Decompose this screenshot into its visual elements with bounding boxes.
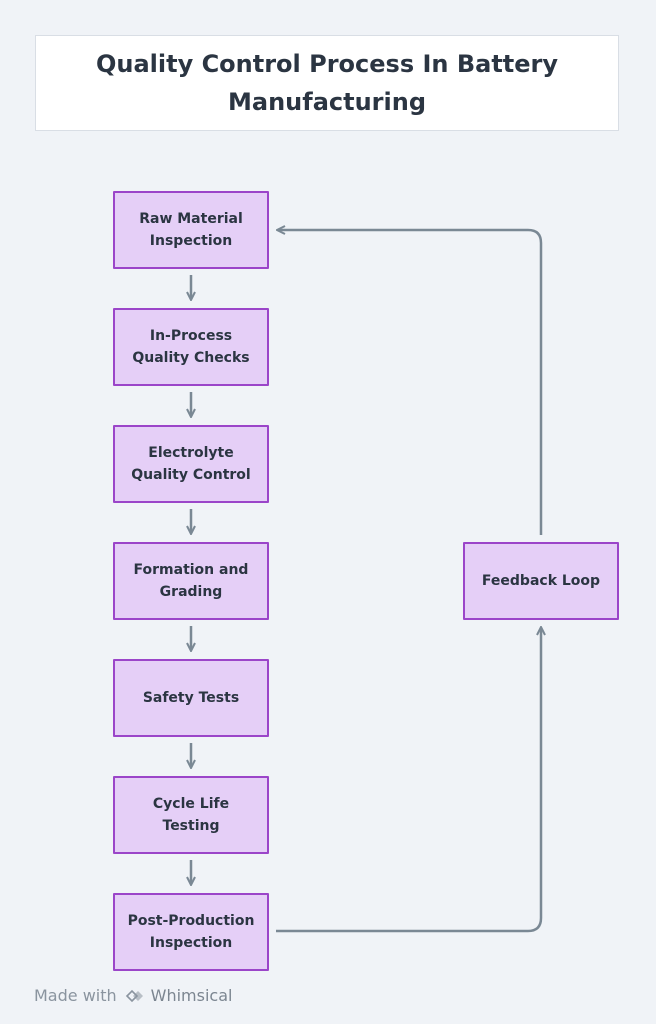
node-label: Raw Material Inspection	[139, 211, 243, 249]
node-label: Electrolyte Quality Control	[131, 445, 251, 483]
node-label: Cycle Life Testing	[152, 796, 230, 834]
node-electrolyte-quality-control[interactable]: Electrolyte Quality Control	[113, 425, 269, 503]
node-cycle-life-testing[interactable]: Cycle Life Testing	[113, 776, 269, 854]
diagram-title: Quality Control Process In Battery Manuf…	[95, 50, 559, 116]
whimsical-brand: Whimsical	[150, 986, 233, 1005]
node-raw-material-inspection[interactable]: Raw Material Inspection	[113, 191, 269, 269]
node-safety-tests[interactable]: Safety Tests	[113, 659, 269, 737]
node-formation-and-grading[interactable]: Formation and Grading	[113, 542, 269, 620]
edge-feedback-to-raw	[278, 230, 543, 535]
node-label: Feedback Loop	[481, 573, 601, 589]
node-post-production-inspection[interactable]: Post-Production Inspection	[113, 893, 269, 971]
node-label: Post-Production Inspection	[127, 913, 255, 951]
made-with-label: Made with	[34, 986, 117, 1005]
node-label: In-Process Quality Checks	[132, 328, 250, 366]
node-label: Safety Tests	[142, 690, 240, 706]
edge-postproduction-to-feedback	[276, 628, 541, 933]
node-label: Formation and Grading	[133, 562, 249, 600]
node-feedback-loop[interactable]: Feedback Loop	[463, 542, 619, 620]
node-in-process-quality-checks[interactable]: In-Process Quality Checks	[113, 308, 269, 386]
title-box: Quality Control Process In Battery Manuf…	[35, 35, 619, 131]
made-with-footer[interactable]: Made with Whimsical	[34, 986, 232, 1005]
whimsical-logo-icon	[123, 988, 147, 1004]
